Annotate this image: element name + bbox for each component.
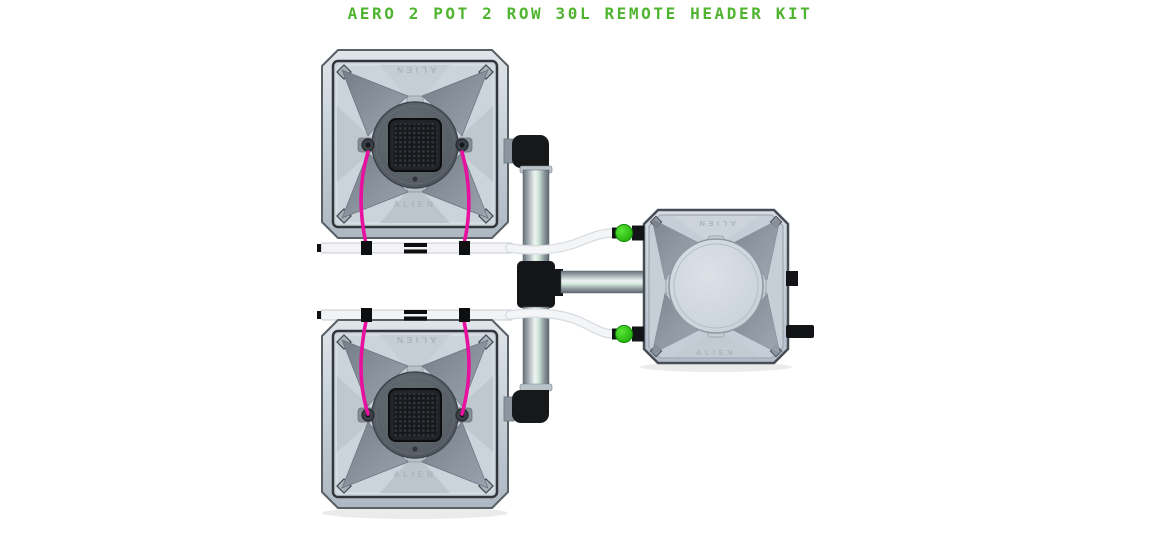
rail-end-cap [317, 311, 321, 319]
shadows [322, 362, 792, 519]
tee-fitting [517, 261, 555, 308]
pipe-manifold [503, 135, 651, 423]
white-tube [506, 229, 618, 254]
pot-top: ALIEN ALIEN [320, 48, 510, 240]
brand-label: ALIEN [394, 469, 437, 479]
brand-label: ALIEN [394, 65, 437, 75]
valve-top [612, 224, 644, 242]
header-tank: ALIEN ALIEN [642, 208, 814, 365]
pink-tube [359, 150, 370, 246]
brand-label: ALIEN [394, 199, 437, 209]
valve-handle [615, 224, 633, 242]
sprinkler-tubes [359, 150, 471, 416]
pink-tube [460, 319, 471, 416]
overflow-fitting [786, 271, 798, 286]
rail-end-cap [317, 244, 321, 252]
valve-handle [615, 325, 633, 343]
valve-bottom [612, 325, 644, 343]
brand-label: ALIEN [394, 335, 437, 345]
pink-tube [359, 319, 370, 416]
pink-tube [460, 150, 471, 246]
brand-label: ALIEN [696, 219, 736, 228]
header-tubes [505, 228, 619, 339]
brand-label: ALIEN [696, 348, 736, 357]
rail-fittings [361, 241, 470, 322]
header-feed-pipe [560, 270, 651, 294]
drain-fitting [786, 325, 814, 338]
page-title: AERO 2 POT 2 ROW 30L REMOTE HEADER KIT [347, 4, 813, 23]
tank-lid [668, 238, 764, 334]
vertical-pipe [522, 306, 550, 386]
pot-bottom: ALIEN ALIEN [320, 318, 510, 510]
white-tube [506, 309, 618, 338]
